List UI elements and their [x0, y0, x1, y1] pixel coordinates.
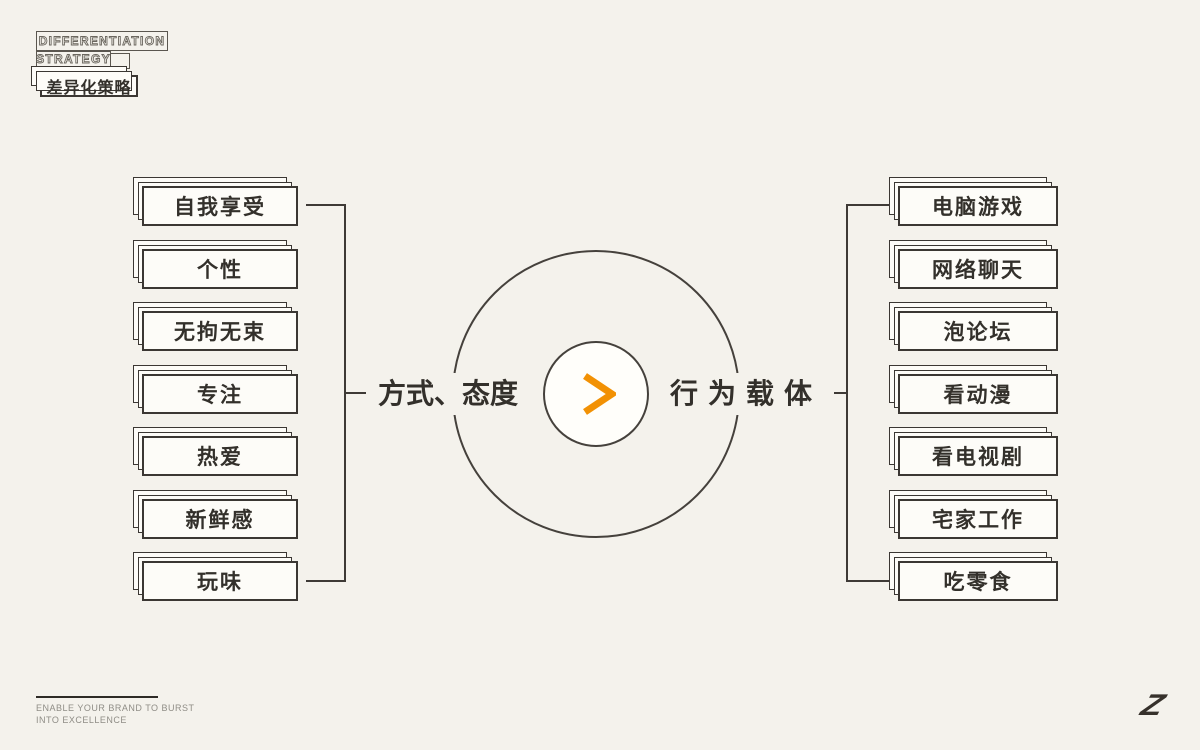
- behavior-card: 吃零食: [889, 552, 1058, 601]
- card-label: 看电视剧: [932, 446, 1024, 469]
- right-bracket-top-stub: [846, 204, 890, 206]
- title-line2: STRATEGY: [36, 52, 111, 67]
- attribute-column: 自我享受个性无拘无束专注热爱新鲜感玩味: [133, 177, 298, 601]
- card-label: 看动漫: [943, 383, 1013, 407]
- behavior-card: 看动漫: [889, 364, 1058, 414]
- right-bracket-mid-stub: [822, 392, 848, 394]
- card-label: 电脑游戏: [932, 196, 1024, 219]
- footer-rule: [36, 696, 158, 698]
- subtitle-label: 差异化策略: [46, 80, 132, 97]
- title-box-strategy: STRATEGY: [36, 51, 111, 67]
- card-label: 宅家工作: [932, 508, 1024, 532]
- left-bracket-bottom-stub: [306, 580, 346, 582]
- behavior-card: 泡论坛: [889, 302, 1058, 351]
- brand-logo: Z: [1136, 689, 1169, 722]
- behavior-card: 宅家工作: [889, 489, 1058, 539]
- attribute-card: 新鲜感: [133, 489, 298, 539]
- attribute-card: 自我享受: [133, 177, 298, 226]
- footer-tagline-line2: INTO EXCELLENCE: [36, 715, 127, 725]
- right-bracket-bottom-stub: [846, 580, 890, 582]
- behavior-column: 电脑游戏网络聊天泡论坛看动漫看电视剧宅家工作吃零食: [889, 177, 1058, 601]
- footer-tagline-line1: ENABLE YOUR BRAND TO BURST: [36, 703, 195, 713]
- behavior-card: 电脑游戏: [889, 177, 1058, 226]
- attribute-card: 热爱: [133, 427, 298, 476]
- card-label: 无拘无束: [174, 321, 266, 344]
- attribute-card: 个性: [133, 239, 298, 289]
- left-bracket-mid-stub: [344, 392, 370, 394]
- center-circle: [543, 341, 649, 447]
- title-box-differentiation: DIFFERENTIATION: [36, 31, 168, 51]
- card-label: 吃零食: [943, 571, 1013, 594]
- right-group-label: 行为载体: [658, 373, 835, 415]
- subtitle-card: 差异化策略: [31, 66, 138, 97]
- card-label: 热爱: [197, 446, 243, 469]
- card-label: 泡论坛: [943, 321, 1013, 344]
- title-line1: DIFFERENTIATION: [38, 34, 166, 49]
- card-label: 个性: [197, 258, 243, 282]
- card-label: 专注: [197, 383, 243, 407]
- card-label: 网络聊天: [932, 258, 1024, 282]
- left-group-label: 方式、态度: [366, 373, 531, 415]
- left-bracket-top-stub: [306, 204, 346, 206]
- card-label: 自我享受: [174, 196, 266, 219]
- card-label: 玩味: [197, 571, 243, 594]
- behavior-card: 网络聊天: [889, 239, 1058, 289]
- attribute-card: 无拘无束: [133, 302, 298, 351]
- attribute-card: 专注: [133, 364, 298, 414]
- attribute-card: 玩味: [133, 552, 298, 601]
- card-label: 新鲜感: [185, 508, 255, 532]
- greater-than-icon: [583, 373, 616, 415]
- behavior-card: 看电视剧: [889, 427, 1058, 476]
